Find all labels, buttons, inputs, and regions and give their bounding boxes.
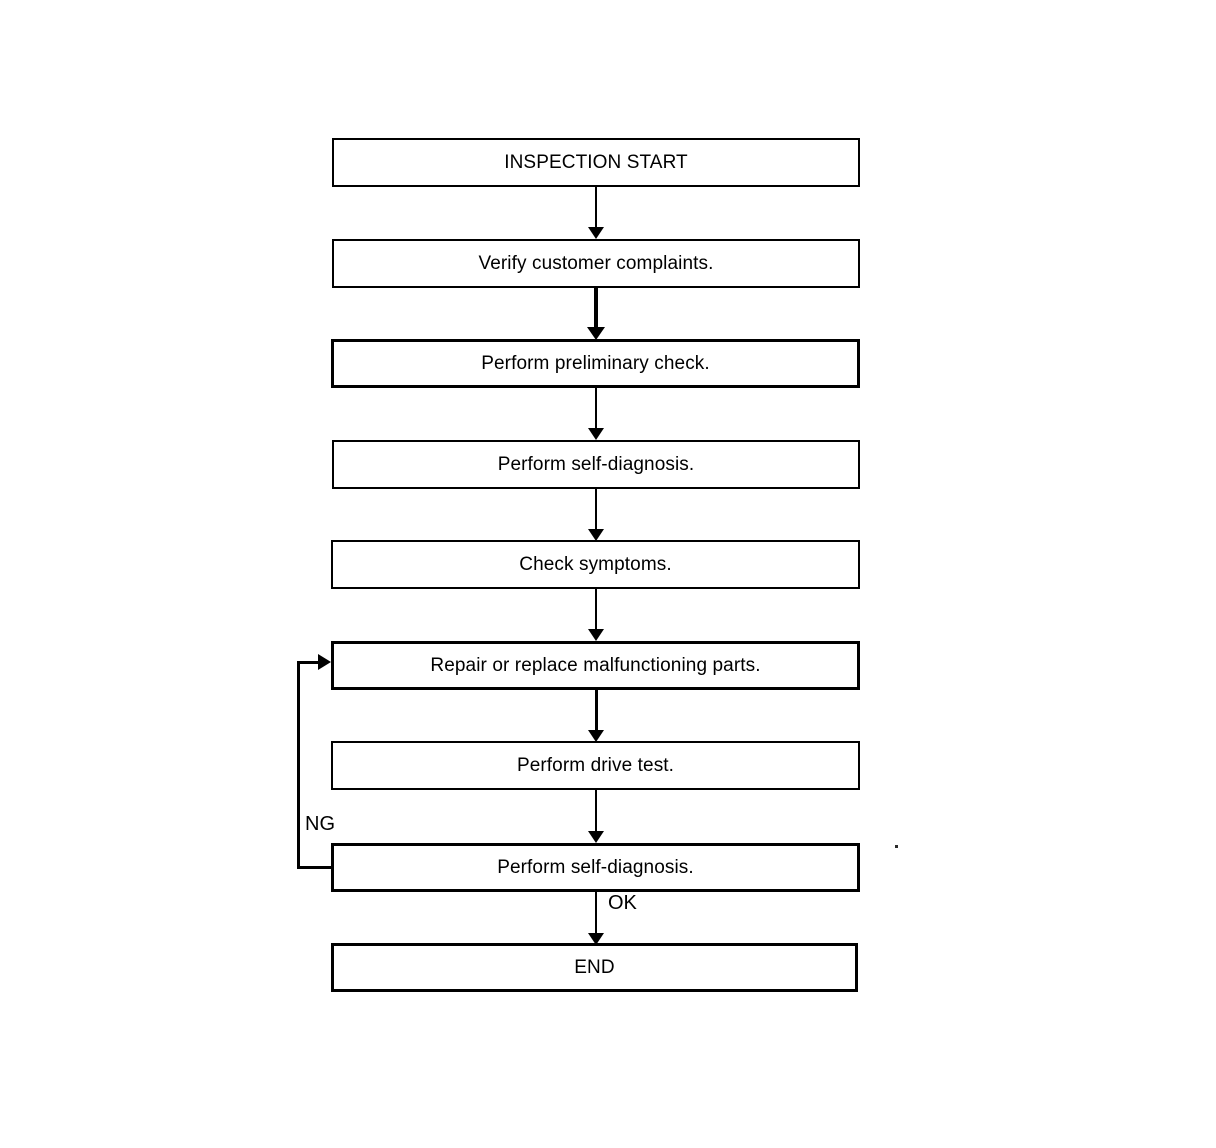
connector-line-preliminary-to-selfdiagnosis bbox=[595, 388, 597, 432]
ng-loop-bottom-segment bbox=[297, 866, 333, 869]
flow-node-label: END bbox=[574, 956, 615, 978]
flow-node-check-symptoms[interactable]: Check symptoms. bbox=[331, 540, 860, 589]
flow-node-label: Check symptoms. bbox=[519, 553, 672, 575]
flow-node-verify-customer-complaints[interactable]: Verify customer complaints. bbox=[332, 239, 860, 288]
edge-label-ok: OK bbox=[608, 892, 637, 914]
flow-node-label: Perform self-diagnosis. bbox=[497, 453, 695, 475]
connector-arrowhead-selfdiagnosis-to-symptoms bbox=[588, 529, 604, 541]
flow-node-perform-drive-test[interactable]: Perform drive test. bbox=[331, 741, 860, 790]
flow-node-label: INSPECTION START bbox=[504, 151, 688, 173]
connector-line-selfdiagnosis-to-end bbox=[595, 892, 597, 937]
connector-arrowhead-preliminary-to-selfdiagnosis bbox=[588, 428, 604, 440]
scan-artifact-speck bbox=[895, 845, 898, 848]
connector-arrowhead-verify-to-preliminary bbox=[587, 327, 605, 340]
flow-node-perform-self-diagnosis-first[interactable]: Perform self-diagnosis. bbox=[332, 440, 860, 489]
connector-line-symptoms-to-repair bbox=[595, 589, 597, 633]
flow-node-label: Perform drive test. bbox=[516, 754, 675, 776]
ng-loop-arrowhead bbox=[318, 654, 331, 670]
flow-node-label: Verify customer complaints. bbox=[478, 252, 714, 274]
flow-node-perform-self-diagnosis-second[interactable]: Perform self-diagnosis. bbox=[331, 843, 860, 892]
ng-loop-top-segment bbox=[297, 661, 320, 664]
flow-node-inspection-start[interactable]: INSPECTION START bbox=[332, 138, 860, 187]
flow-node-label: Perform preliminary check. bbox=[481, 352, 710, 374]
connector-line-repair-to-drivetest bbox=[595, 690, 598, 734]
connector-line-verify-to-preliminary bbox=[594, 288, 598, 331]
flow-node-perform-preliminary-check[interactable]: Perform preliminary check. bbox=[331, 339, 860, 388]
edge-label-ng: NG bbox=[305, 813, 335, 835]
flow-node-label: Perform self-diagnosis. bbox=[497, 856, 694, 878]
connector-arrowhead-start-to-verify bbox=[588, 227, 604, 239]
connector-arrowhead-selfdiagnosis-to-end bbox=[588, 933, 604, 945]
flow-node-label: Repair or replace malfunctioning parts. bbox=[430, 654, 761, 676]
connector-arrowhead-drivetest-to-selfdiagnosis bbox=[588, 831, 604, 843]
flow-node-repair-or-replace-parts[interactable]: Repair or replace malfunctioning parts. bbox=[331, 641, 860, 690]
connector-line-start-to-verify bbox=[595, 187, 597, 230]
connector-line-selfdiagnosis-to-symptoms bbox=[595, 489, 597, 532]
flow-node-end[interactable]: END bbox=[331, 943, 858, 992]
connector-arrowhead-repair-to-drivetest bbox=[588, 730, 604, 742]
ng-loop-vertical-segment bbox=[297, 661, 300, 869]
connector-arrowhead-symptoms-to-repair bbox=[588, 629, 604, 641]
connector-line-drivetest-to-selfdiagnosis bbox=[595, 790, 597, 835]
